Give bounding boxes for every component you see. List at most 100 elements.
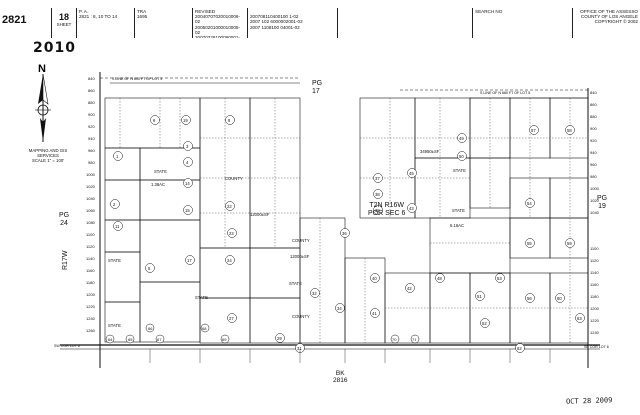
parcel-map: 840 860 880 900 920 940 960 980 1000 102… [60,72,600,368]
svg-text:STATE: STATE [108,258,121,263]
svg-text:12000±SF: 12000±SF [290,254,310,259]
svg-text:880: 880 [590,114,597,119]
svg-text:70: 70 [392,337,397,342]
svg-text:1080: 1080 [86,220,96,225]
svg-text:64: 64 [108,337,113,342]
map-year: 2010 [33,40,76,56]
svg-text:6: 6 [153,118,156,123]
north-label: N [38,63,46,75]
svg-text:920: 920 [88,124,95,129]
north-arrow: N [35,63,51,142]
revised-code-1: 20040707020010006-02 [195,14,240,25]
svg-text:900: 900 [88,112,95,117]
svg-text:1120: 1120 [86,244,95,249]
pg-left-label: PG 24 [59,212,69,228]
svg-text:54: 54 [527,201,532,206]
svg-text:67: 67 [157,337,162,342]
svg-text:38: 38 [375,192,380,197]
bottom-ticks [149,349,551,363]
svg-text:STATE: STATE [452,208,465,213]
revision-code-3: 2007 1108100 04001-02 [250,24,300,30]
svg-text:36: 36 [342,231,347,236]
township-range: T2N R16W [369,202,404,209]
dotted-subdivisions [119,98,588,343]
pg-top-word: PG [312,80,323,87]
svg-text:5: 5 [148,266,151,271]
search-label: SEARCH NO [475,9,503,14]
svg-text:1160: 1160 [86,268,95,273]
svg-text:55: 55 [527,241,532,246]
svg-text:15: 15 [185,208,190,213]
left-elevation-ticks: 840 860 880 900 920 940 960 980 1000 102… [86,76,96,333]
sheet-number-cell: 18 SHEET [52,8,77,38]
svg-text:50: 50 [459,154,464,159]
scale-line-1: MAPPING AND GIS [28,148,68,153]
svg-text:51: 51 [477,294,482,299]
revised-code-3: 20070328100080001-02 [195,35,240,38]
bottom-parcel-circles: 64 65 66 67 68 69 70 71 [105,323,420,344]
svg-text:40: 40 [372,276,377,281]
svg-text:52: 52 [482,321,487,326]
svg-text:1160: 1160 [590,282,599,287]
parcel-circles: 6 19 1 3 4 15 11 17 22 24 2 23 5 8 14 29… [110,115,585,353]
township-label: T2N R16W POR SEC 6 [368,202,405,217]
svg-text:60: 60 [557,296,562,301]
book-number: 2816 [333,377,348,384]
svg-text:STATE: STATE [154,169,167,174]
svg-text:43: 43 [409,206,414,211]
office-line-3: COPYRIGHT © 2002 [594,19,638,25]
office-cell: OFFICE OF THE ASSESSO COUNTY OF LOS ANGE… [573,8,640,38]
scale-line-3: SCALE 1" = 100' [31,158,65,163]
svg-text:COUNTY: COUNTY [292,314,310,319]
svg-text:57: 57 [531,128,536,133]
svg-text:34950±SF: 34950±SF [420,149,440,154]
ownership-labels: STATE 1.36AC STATE STATE STATE 34950±SF … [108,149,466,328]
north-line-label-right: S LINE OF N 660 FT OF LOT 5 [480,91,530,95]
svg-text:31: 31 [297,346,302,351]
svg-text:56: 56 [527,296,532,301]
svg-text:960: 960 [590,162,597,167]
search-cell: SEARCH NO [473,8,573,38]
svg-text:58: 58 [567,128,572,133]
svg-text:65: 65 [128,337,133,342]
svg-text:23: 23 [229,231,234,236]
pg-left-word: PG [59,212,70,219]
svg-text:17: 17 [187,258,192,263]
sheet-number: 18 [58,12,69,22]
svg-text:1100: 1100 [590,246,599,251]
svg-text:1140: 1140 [590,270,599,275]
pg-left-number: 24 [60,220,68,227]
book-word: BK [335,370,345,377]
svg-text:45: 45 [409,171,414,176]
pa-cell: P. A. 2821 : 8, 10 TO 14 [77,8,135,38]
svg-text:48: 48 [437,276,442,281]
svg-text:29: 29 [277,336,282,341]
svg-text:840: 840 [590,90,597,95]
right-block-grid [359,97,589,344]
svg-text:1240: 1240 [590,330,600,335]
svg-text:1.36AC: 1.36AC [151,182,165,187]
svg-text:900: 900 [590,126,597,131]
revised-cell: REVISED 20040707020010006-02 20050201000… [193,8,248,38]
svg-text:42: 42 [407,286,412,291]
pg-right-word: PG [597,195,608,202]
scale-block: MAPPING AND GIS SERVICES SCALE 1" = 100' [22,148,74,163]
sw-corner-label: SW COR LOT 6 [54,344,80,348]
svg-text:5.16AC: 5.16AC [450,223,464,228]
svg-text:860: 860 [88,88,95,93]
svg-text:940: 940 [590,150,597,155]
svg-text:27: 27 [229,316,234,321]
svg-text:980: 980 [88,160,95,165]
svg-text:2: 2 [113,202,116,207]
tra-value: 1695 [137,14,148,20]
svg-text:53: 53 [497,276,502,281]
svg-text:1200: 1200 [590,306,600,311]
svg-text:63: 63 [577,316,582,321]
svg-text:32: 32 [312,291,317,296]
svg-text:1040: 1040 [86,196,96,201]
svg-text:14: 14 [185,181,190,186]
book-label: BK 2816 [333,370,347,384]
svg-text:68: 68 [202,326,207,331]
svg-text:1020: 1020 [590,198,600,203]
